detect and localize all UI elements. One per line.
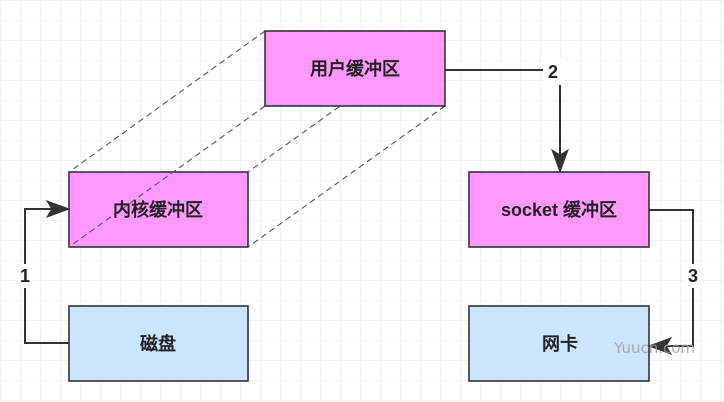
edge-2-line [445,69,561,155]
node-nic: 网卡 [468,305,650,382]
node-nic-label: 网卡 [542,333,578,354]
node-kernel-buffer-label: 内核缓冲区 [113,199,203,220]
node-user-buffer: 用户缓冲区 [264,30,446,107]
projection-line-bottom-left [68,105,266,248]
node-socket-buffer-box [468,171,650,248]
node-user-buffer-label: 用户缓冲区 [310,58,400,79]
edge-3: 3 [647,209,702,355]
node-user-buffer-box [264,30,446,107]
node-kernel-buffer-box [68,171,249,248]
node-socket-buffer: socket 缓冲区 [468,171,650,248]
edge-3-label-bg [684,264,702,288]
watermark: Yuucn.com [613,339,695,357]
node-kernel-buffer [68,171,249,248]
edge-1-label-bg [16,264,34,288]
edge-3-label: 3 [688,266,698,286]
node-socket-buffer-label: socket 缓冲区 [501,199,617,220]
edge-1-label: 1 [20,266,30,286]
edge-2-label-bg [543,59,565,85]
edge-2: 2 [445,59,569,174]
edge-2-arrowhead [551,148,569,174]
projection-line-top-left [68,30,266,173]
edge-1: 1 [16,200,71,344]
edge-1-arrowhead [45,200,71,218]
node-disk: 磁盘 [68,305,249,382]
node-nic-box [468,305,650,382]
edge-2-label: 2 [548,62,558,82]
projection-line-bottom-right [247,105,446,248]
node-disk-label: 磁盘 [140,333,176,354]
edge-3-arrowhead [647,337,673,355]
